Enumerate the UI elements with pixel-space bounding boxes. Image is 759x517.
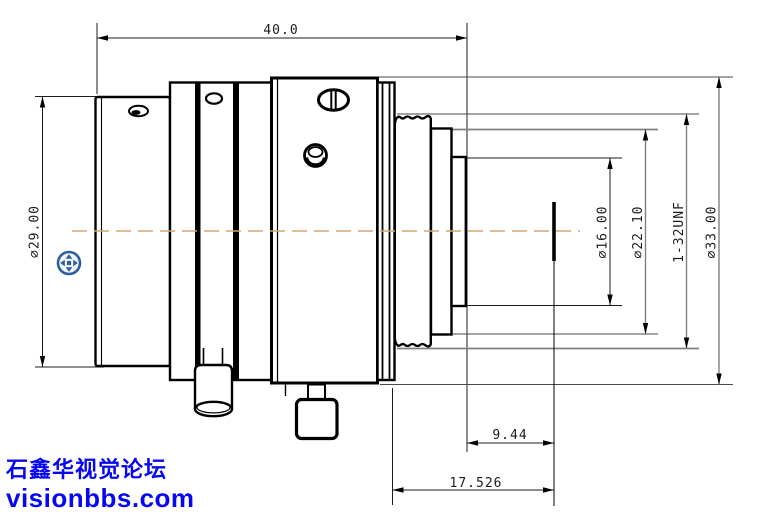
dimension-rear-inner-diameter xyxy=(452,157,622,306)
move-cursor-icon xyxy=(56,250,82,276)
dimension-body-diameter xyxy=(378,76,733,385)
dimension-rear-to-image-plane xyxy=(467,440,554,446)
dimension-front-diameter xyxy=(35,96,104,368)
thumb-screw-right xyxy=(284,383,339,441)
dimension-flange-focal-distance xyxy=(392,388,554,505)
socket-screw xyxy=(303,143,328,168)
ring-set-screw-hole xyxy=(204,92,224,105)
dim-label-rear-mid-diameter: ∅22.10 xyxy=(631,206,646,259)
watermark-forum-name: 石鑫华视觉论坛 xyxy=(6,457,168,482)
dimension-mount-thread xyxy=(397,113,699,350)
dimension-rear-mid-diameter xyxy=(433,128,658,335)
slotted-screw xyxy=(317,88,350,112)
dim-label-total-length: 40.0 xyxy=(263,23,298,38)
ring-groove xyxy=(195,82,201,380)
dim-label-flange-focal-distance: 17.526 xyxy=(450,476,503,491)
lens-body xyxy=(94,76,468,441)
dim-label-rear-inner-diameter: ∅16.00 xyxy=(596,206,611,259)
dim-label-body-diameter: ∅33.00 xyxy=(705,206,720,259)
dim-label-rear-to-image-plane: 9.44 xyxy=(492,428,527,443)
dim-label-front-diameter: ∅29.00 xyxy=(28,205,43,258)
watermark-site-url: visionbbs.com xyxy=(6,483,195,513)
dim-label-mount-thread: 1-32UNF xyxy=(672,201,687,263)
dimension-total-length xyxy=(96,23,468,452)
thumb-screw-left xyxy=(193,348,234,418)
